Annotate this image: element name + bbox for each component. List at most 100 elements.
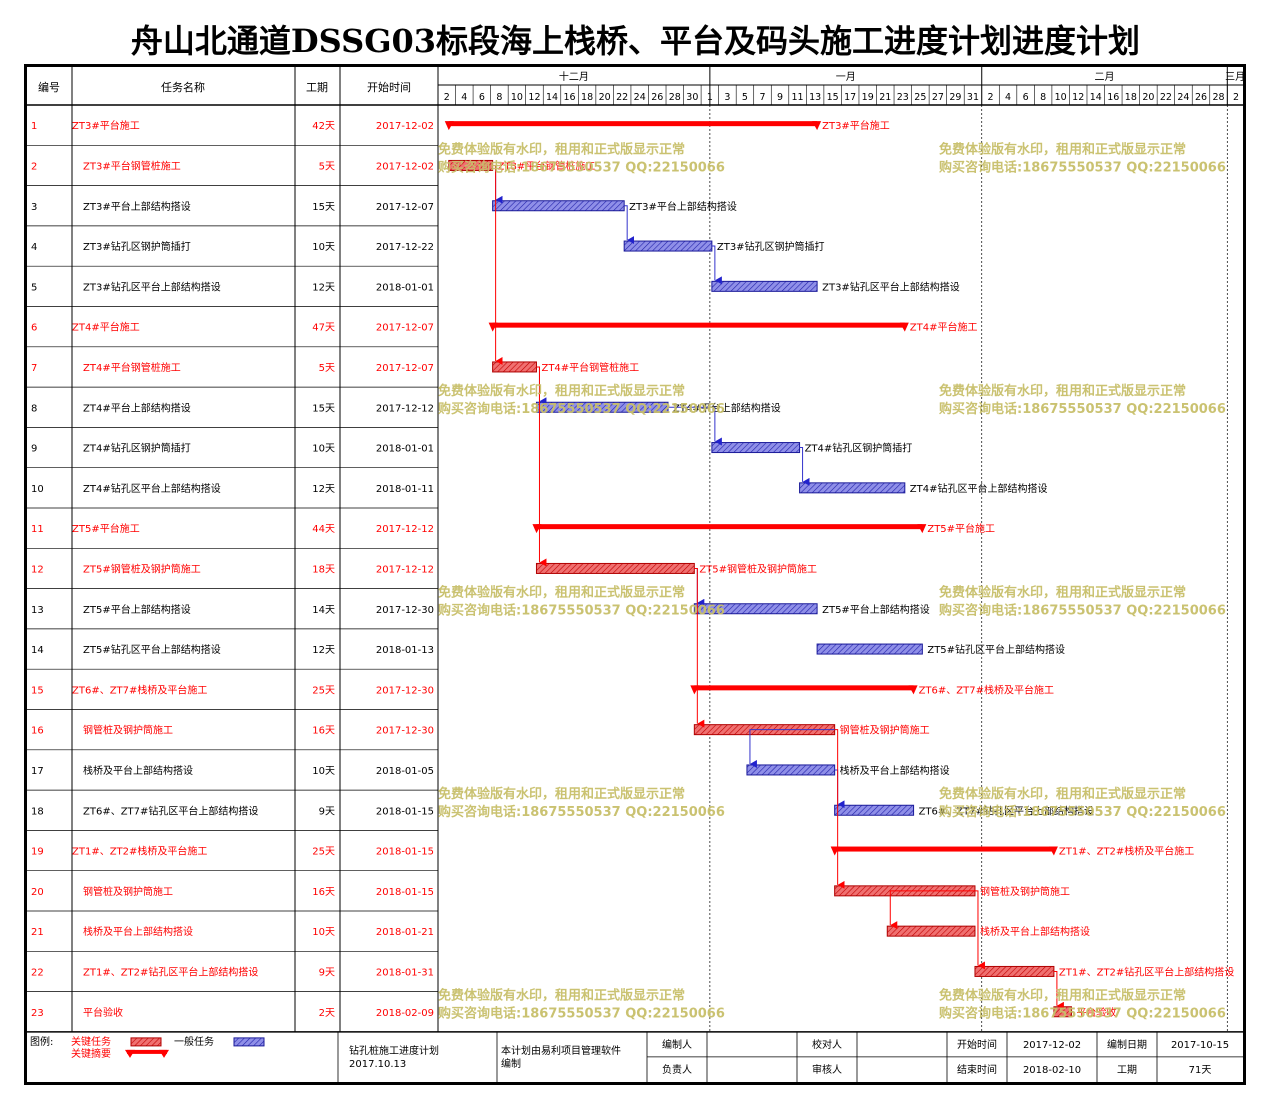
day-tick-label: 18 [1125,92,1137,103]
watermark-line-1: 免费体验版有水印，租用和正式版显示正常 [939,585,1186,601]
task-start: 2017-12-30 [376,605,434,616]
summary-bar [492,322,905,328]
day-tick-label: 21 [879,92,891,103]
summary-bar-end-cap [917,524,927,534]
day-tick-label: 13 [809,92,821,103]
day-tick-label: 25 [914,92,926,103]
task-id: 21 [31,927,44,938]
task-start: 2017-12-22 [376,242,434,253]
task-id: 3 [31,202,37,213]
task-name: ZT5#平台施工 [72,522,140,535]
day-tick-label: 15 [827,92,839,103]
task-duration: 47天 [312,323,335,334]
watermark-line-2: 购买咨询电话:18675550537 QQ:22150066 [939,159,1226,175]
task-duration: 10天 [312,927,335,938]
duration-value: 71天 [1189,1065,1212,1076]
day-tick-label: 29 [949,92,961,103]
summary-bar-end-cap [908,685,918,695]
task-duration: 44天 [312,524,335,535]
task-duration: 10天 [312,766,335,777]
task-name: ZT6#、ZT7#钻孔区平台上部结构搭设 [83,804,258,817]
header-name: 任务名称 [161,80,205,94]
day-tick-label: 22 [1160,92,1172,103]
reviewer-label: 审核人 [812,1063,842,1076]
task-bar [535,562,695,574]
day-tick-label: 10 [1055,92,1067,103]
task-name: ZT3#钻孔区钢护筒插打 [83,240,191,253]
day-tick-label: 28 [669,92,681,103]
task-start: 2018-01-21 [376,927,434,938]
day-tick-label: 27 [932,92,944,103]
month-label: 一月 [836,71,856,83]
task-id: 16 [31,726,44,737]
day-tick-label: 26 [651,92,663,103]
day-tick-label: 20 [1142,92,1154,103]
task-start: 2018-01-15 [376,806,434,817]
legend-critical-summary-label: 关键摘要 [71,1047,111,1060]
task-duration: 18天 [312,564,335,575]
task-start: 2018-01-01 [376,282,434,293]
task-id: 22 [31,967,44,978]
bar-label: ZT6#、ZT7#钻孔区平台上部结构搭设 [919,804,1094,817]
header-start: 开始时间 [367,80,411,94]
task-name: ZT5#平台上部结构搭设 [83,603,191,616]
task-id: 7 [31,363,37,374]
task-duration: 9天 [319,806,335,817]
bar-label: ZT1#、ZT2#钻孔区平台上部结构搭设 [1059,965,1234,978]
task-duration: 16天 [312,726,335,737]
task-duration: 5天 [319,363,335,374]
task-id: 14 [31,645,44,656]
task-name: ZT3#钻孔区平台上部结构搭设 [83,280,221,293]
task-id: 4 [31,242,37,253]
task-start: 2017-12-07 [376,363,434,374]
task-bar [623,240,713,252]
dependency-link [889,890,975,930]
summary-bar-start-cap [444,121,454,131]
watermark-line-2: 购买咨询电话:18675550537 QQ:22150066 [438,159,725,175]
day-tick-label: 7 [759,92,765,103]
legend-normal-task-swatch [233,1037,265,1047]
dependency-link [694,567,705,728]
legend-summary-cap [159,1049,169,1058]
bar-label: 栈桥及平台上部结构搭设 [980,925,1090,938]
task-name: ZT6#、ZT7#栈桥及平台施工 [72,683,207,696]
task-id: 5 [31,282,37,293]
software-line-2: 编制 [501,1057,521,1070]
header-duration: 工期 [306,81,328,94]
task-duration: 14天 [312,605,335,616]
task-id: 2 [31,161,37,172]
task-start: 2017-12-12 [376,403,434,414]
task-id: 10 [31,484,44,495]
bar-label: ZT5#平台施工 [927,522,995,535]
task-start: 2018-01-11 [376,484,434,495]
dependency-link [492,164,503,365]
task-name: ZT3#平台施工 [72,119,140,132]
task-bar [693,603,818,615]
task-start: 2017-12-12 [376,564,434,575]
task-bar [974,965,1055,977]
day-tick-label: 18 [581,92,593,103]
bar-label: ZT6#、ZT7#栈桥及平台施工 [919,683,1054,696]
day-tick-label: 3 [724,92,730,103]
day-tick-label: 24 [1177,92,1189,103]
task-name: 钢管桩及钢护筒施工 [83,885,173,898]
watermark-line-1: 免费体验版有水印，租用和正式版显示正常 [438,585,685,601]
day-tick-label: 12 [1072,92,1084,103]
bar-label: ZT4#钻孔区钢护筒插打 [805,442,913,455]
bar-label: ZT3#平台钢管桩施工 [498,159,596,172]
task-duration: 12天 [312,484,335,495]
task-id: 20 [31,887,44,898]
task-bar [711,442,801,454]
task-name: ZT4#钻孔区平台上部结构搭设 [83,482,221,495]
task-duration: 12天 [312,282,335,293]
task-id: 18 [31,806,44,817]
dependency-link [536,366,547,567]
legend-critical-task-label: 关键任务 [71,1035,111,1048]
day-tick-label: 14 [546,92,558,103]
task-name: 栈桥及平台上部结构搭设 [83,925,193,938]
watermark-line-1: 免费体验版有水印，租用和正式版显示正常 [438,786,685,802]
month-label: 二月 [1095,71,1115,83]
watermark-line-2: 购买咨询电话:18675550537 QQ:22150066 [939,1006,1226,1022]
